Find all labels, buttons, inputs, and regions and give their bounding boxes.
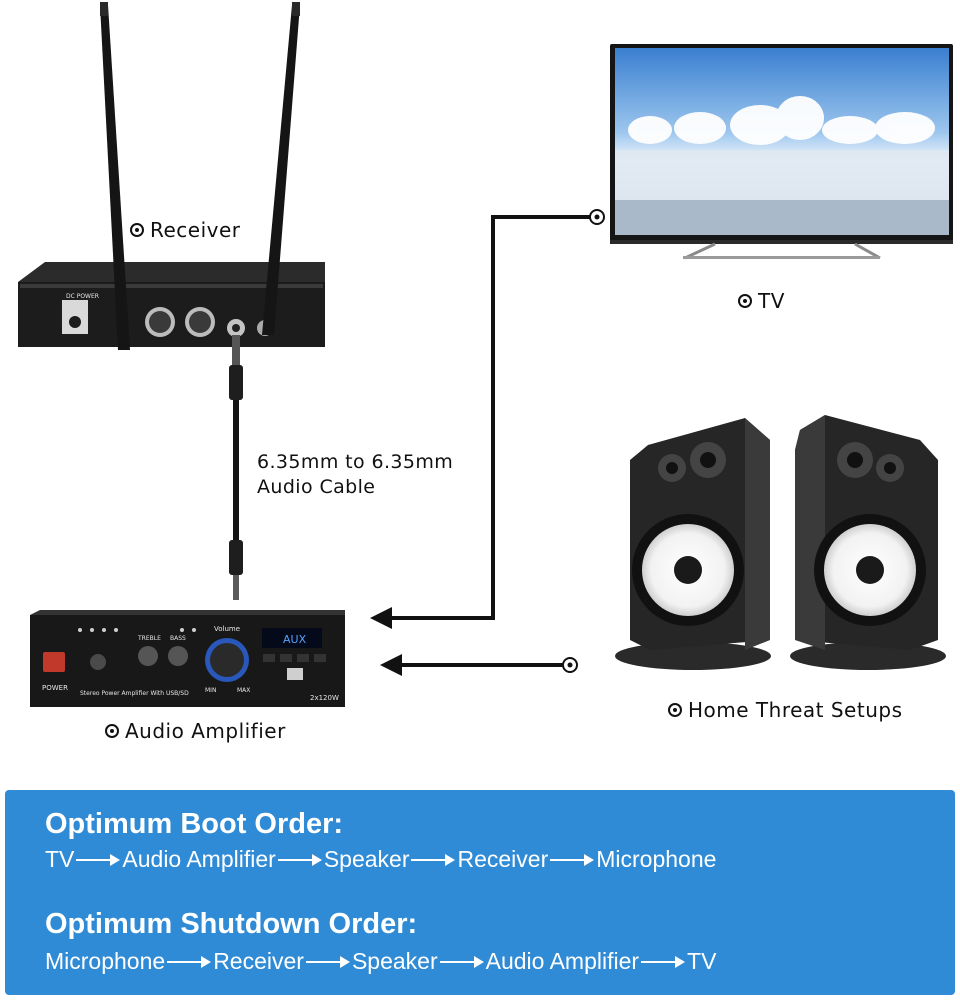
amp-treble-text: TREBLE: [137, 635, 161, 642]
amp-display-text: AUX: [283, 633, 307, 646]
arrow-right-icon: [550, 853, 595, 867]
arrow-right-icon: [277, 853, 322, 867]
amp-bass-text: BASS: [170, 635, 186, 642]
amp-model-text: Stereo Power Amplifier With USB/SD: [80, 690, 189, 697]
tv-illustration: [610, 44, 953, 260]
tv-label-text: TV: [758, 289, 785, 313]
bullet-icon: [130, 223, 144, 237]
arrow-right-icon: [641, 955, 686, 969]
audio-cable: [229, 335, 243, 600]
boot-step: Audio Amplifier: [122, 846, 276, 872]
shutdown-step: Speaker: [351, 948, 438, 974]
amplifier-label: Audio Amplifier: [105, 719, 286, 743]
arrow-right-icon: [439, 955, 484, 969]
amplifier-label-text: Audio Amplifier: [125, 719, 286, 743]
shutdown-step: Receiver: [213, 948, 304, 974]
arrow-to-amp-tv: [370, 607, 392, 629]
arrow-to-amp-speakers: [380, 654, 402, 676]
bullet-icon: [738, 294, 752, 308]
boot-order-heading: Optimum Boot Order:: [45, 808, 344, 840]
amp-min-text: MIN: [205, 687, 216, 694]
shutdown-step: Microphone: [45, 948, 166, 974]
arrow-right-icon: [305, 955, 350, 969]
amp-watt-text: 2x120W: [310, 694, 339, 702]
arrow-right-icon: [76, 853, 121, 867]
bullet-icon: [105, 724, 119, 738]
receiver-label-text: Receiver: [150, 218, 241, 242]
arrow-right-icon: [411, 853, 456, 867]
boot-step: Receiver: [457, 846, 549, 872]
connection-lines: [388, 215, 597, 667]
cable-label-line1: 6.35mm to 6.35mm: [257, 451, 454, 473]
amp-volume-text: Volume: [214, 625, 240, 633]
arrow-right-icon: [167, 955, 212, 969]
speakers-label: Home Threat Setups: [668, 698, 903, 722]
boot-step: TV: [45, 846, 75, 872]
speakers-label-text: Home Threat Setups: [688, 698, 903, 722]
shutdown-step: Audio Amplifier: [485, 948, 640, 974]
tv-label: TV: [738, 289, 785, 313]
amplifier-illustration: [30, 610, 345, 707]
boot-step: Microphone: [596, 846, 717, 872]
receiver-illustration: [18, 2, 325, 350]
shutdown-order-sequence: Microphone Receiver Speaker Audio Amplif…: [45, 948, 716, 975]
cable-label-line2: Audio Cable: [257, 476, 376, 498]
amp-power-text: POWER: [42, 684, 68, 692]
amp-max-text: MAX: [237, 687, 250, 694]
shutdown-order-heading: Optimum Shutdown Order:: [45, 908, 418, 940]
boot-step: Speaker: [323, 846, 410, 872]
order-panel: Optimum Boot Order: TV Audio Amplifier S…: [5, 790, 955, 995]
speakers-illustration: [615, 415, 946, 670]
receiver-power-text: DC POWER: [66, 293, 99, 300]
bullet-icon: [668, 703, 682, 717]
receiver-label: Receiver: [130, 218, 241, 242]
boot-order-sequence: TV Audio Amplifier Speaker Receiver Micr…: [45, 846, 716, 873]
cable-label: 6.35mm to 6.35mm Audio Cable: [257, 450, 453, 500]
shutdown-step: TV: [687, 948, 717, 974]
